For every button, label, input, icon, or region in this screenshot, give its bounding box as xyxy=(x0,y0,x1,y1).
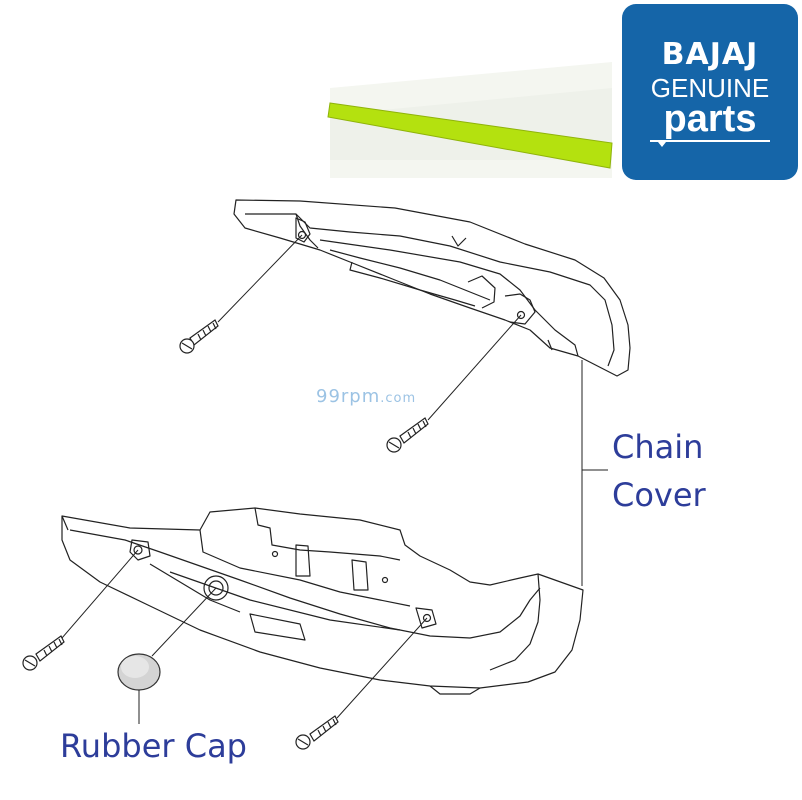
highlight-strip xyxy=(327,102,613,169)
assembly-lines xyxy=(61,234,608,724)
watermark: 99rpm.com xyxy=(316,386,416,407)
logo-parts-text: parts xyxy=(663,98,757,140)
bajaj-genuine-parts-logo: BAJAJ GENUINE parts xyxy=(622,4,798,180)
chain-cover-label-line1: Chain xyxy=(612,428,704,466)
chain-cover-label-line2: Cover xyxy=(612,476,706,514)
screw-upper-left xyxy=(179,319,219,354)
rubber-cap-label: Rubber Cap xyxy=(60,727,247,765)
screw-upper-right xyxy=(386,417,429,453)
upper-chain-cover xyxy=(233,199,631,377)
watermark-suffix: .com xyxy=(380,391,417,406)
rubber-cap xyxy=(117,653,161,691)
screw-lower-left xyxy=(22,635,65,671)
logo-brand-text: BAJAJ xyxy=(661,37,759,72)
logo-underline xyxy=(650,140,770,147)
chain-cover-label: Chain Cover xyxy=(612,423,706,519)
screw-lower-right xyxy=(295,715,339,750)
lower-chain-cover xyxy=(61,507,584,695)
logo-genuine-text: GENUINE xyxy=(650,73,770,103)
watermark-main: 99rpm xyxy=(316,386,381,407)
